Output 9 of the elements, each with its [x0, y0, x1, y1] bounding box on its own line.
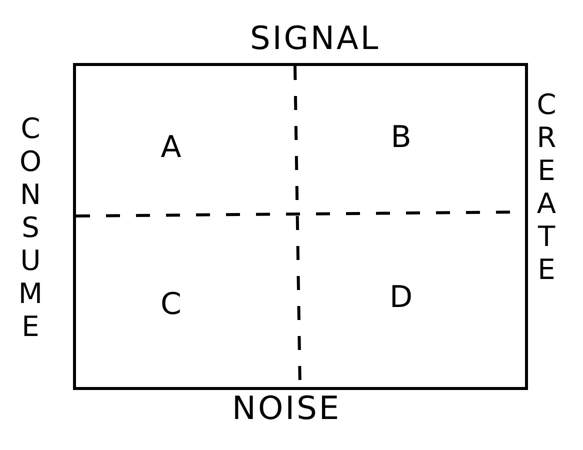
axis-label: CONSUME — [14, 112, 46, 343]
quadrant-label: D — [386, 281, 416, 315]
axis-label: CREATE — [530, 88, 562, 286]
quadrant-frame — [73, 63, 528, 390]
quadrant-label: C — [156, 288, 186, 322]
quadrant-label: B — [386, 121, 416, 155]
axis-label: SIGNAL — [250, 20, 380, 56]
axis-label: NOISE — [232, 390, 342, 426]
quadrant-label: A — [156, 131, 186, 165]
